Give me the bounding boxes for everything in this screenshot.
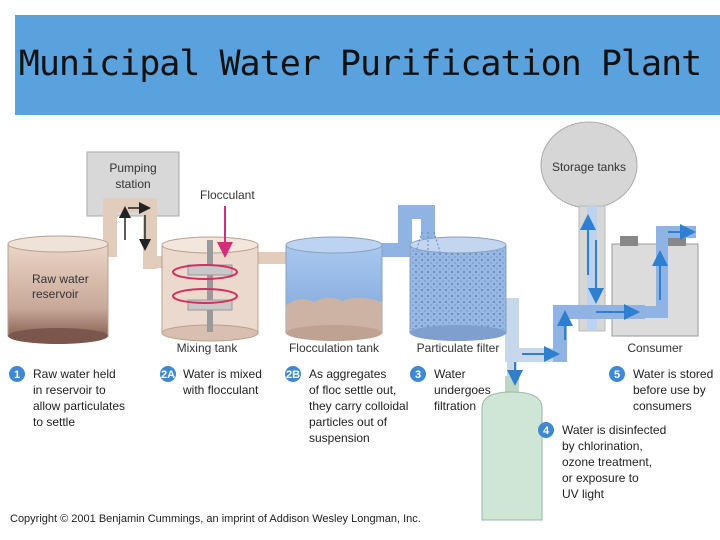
step-1: 1 Raw water held in reservoir to allow p… — [9, 366, 125, 429]
page-title: Municipal Water Purification Plant — [18, 44, 702, 84]
step-4-line-2: by chlorination, — [562, 439, 643, 453]
step-2a: 2A Water is mixed with flocculant — [160, 366, 262, 397]
step-1-number: 1 — [14, 369, 20, 381]
step-3-line-3: filtration — [434, 399, 476, 413]
disinfection-cylinder — [481, 376, 543, 521]
step-3: 3 Water undergoes filtration — [410, 366, 491, 413]
step-2b: 2B As aggregates of floc settle out, the… — [285, 366, 408, 445]
step-1-line-1: Raw water held — [33, 367, 116, 381]
step-2b-line-2: of floc settle out, — [309, 383, 396, 397]
copyright-notice: Copyright © 2001 Benjamin Cummings, an i… — [10, 513, 421, 525]
step-4: 4 Water is disinfected by chlorination, … — [538, 422, 666, 501]
step-4-line-1: Water is disinfected — [562, 423, 666, 437]
flocculation-tank: Flocculation tank — [285, 236, 383, 355]
filter-label: Particulate filter — [417, 341, 500, 355]
step-3-line-2: undergoes — [434, 383, 491, 397]
step-5: 5 Water is stored before use by consumer… — [609, 366, 713, 413]
step-2a-number: 2A — [161, 369, 175, 381]
step-4-line-4: or exposure to — [562, 471, 639, 485]
step-2b-line-5: suspension — [309, 431, 370, 445]
step-2b-line-1: As aggregates — [309, 367, 386, 381]
flocculation-label: Flocculation tank — [289, 341, 380, 355]
step-1-line-3: allow particulates — [33, 399, 125, 413]
particulate-filter: Particulate filter — [409, 231, 507, 355]
storage-label: Storage tanks — [552, 160, 626, 174]
mixing-tank: Mixing tank — [161, 236, 259, 355]
step-4-number: 4 — [543, 425, 550, 437]
step-5-line-2: before use by — [633, 383, 706, 397]
step-5-number: 5 — [614, 369, 620, 381]
flow-arrows — [119, 202, 696, 386]
pumping-label-1: Pumping — [109, 161, 156, 175]
flocculant-label: Flocculant — [200, 188, 255, 202]
mixing-label: Mixing tank — [177, 341, 239, 355]
pumping-label-2: station — [115, 177, 150, 191]
step-2a-line-2: with flocculant — [182, 383, 259, 397]
consumer-label: Consumer — [627, 341, 682, 355]
step-5-line-3: consumers — [633, 399, 692, 413]
consumer-block: Consumer — [611, 236, 699, 355]
step-1-line-2: in reservoir to — [33, 383, 106, 397]
step-5-line-1: Water is stored — [633, 367, 713, 381]
step-2b-line-4: particles out of — [309, 415, 388, 429]
step-1-line-4: to settle — [33, 415, 75, 429]
step-3-number: 3 — [415, 369, 421, 381]
step-2a-line-1: Water is mixed — [183, 367, 262, 381]
step-2b-number: 2B — [286, 369, 300, 381]
reservoir-label-1: Raw water — [32, 272, 89, 286]
step-2b-line-3: they carry colloidal — [309, 399, 408, 413]
step-3-line-1: Water — [434, 367, 466, 381]
title-banner — [15, 15, 720, 115]
flocculant-input: Flocculant — [200, 188, 255, 258]
raw-water-reservoir: Raw water reservoir — [7, 235, 109, 344]
reservoir-label-2: reservoir — [32, 287, 79, 301]
step-4-line-3: ozone treatment, — [562, 455, 652, 469]
step-4-line-5: UV light — [562, 487, 605, 501]
